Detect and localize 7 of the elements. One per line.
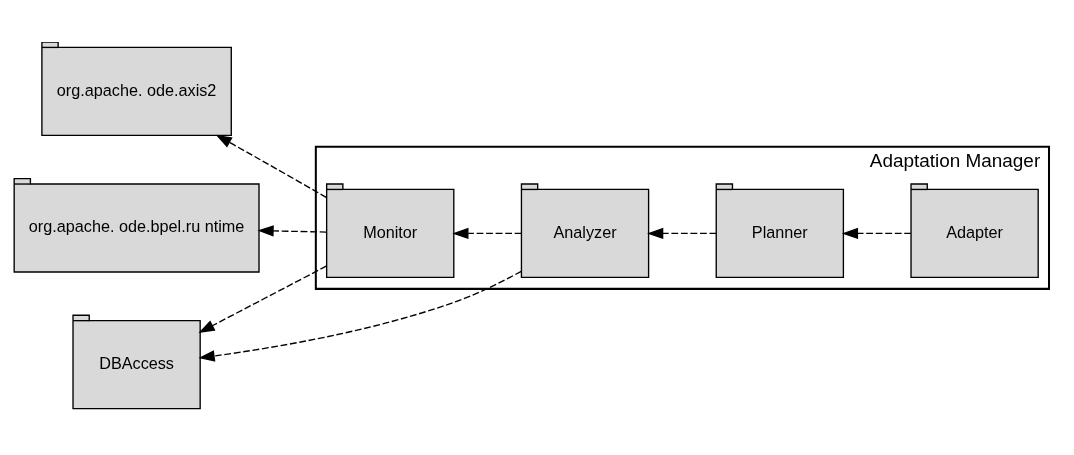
arrow: [452, 227, 522, 239]
arrow: [215, 134, 327, 198]
arrow: [198, 265, 327, 333]
arrow: [257, 224, 327, 237]
arrow: [841, 227, 912, 239]
arrow: [647, 227, 717, 239]
arrow: [198, 270, 522, 362]
